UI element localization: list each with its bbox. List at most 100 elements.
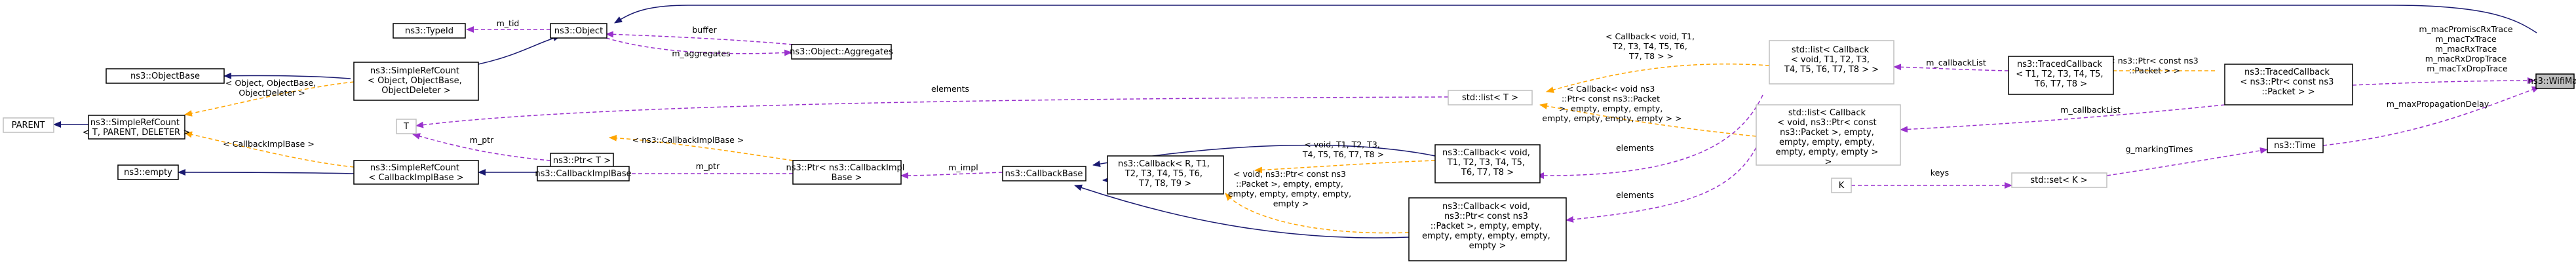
node-label: ns3::Callback< void, T1, T2, T3, T4, T5,… [1442,148,1533,178]
label-object-template: < Object, ObjectBase, ObjectDeleter > [225,78,318,98]
label-trace-member: m_macRxDropTrace [2425,54,2507,64]
node-simplerefcount-cib[interactable]: ns3::SimpleRefCount < CallbackImplBase > [353,160,479,185]
label-m-impl: m_impl [948,162,978,172]
node-simplerefcount-parent[interactable]: ns3::SimpleRefCount < T, PARENT, DELETER… [83,115,190,140]
edge-src-parent-to-src-cib [184,131,355,168]
label-m-ptr-cib: m_ptr [696,161,720,171]
node-label-line: empty, empty, empty, [1779,138,1875,147]
node-label-line: ns3::Callback< R, T1, [1118,159,1210,169]
label-m-aggregates: m_aggregates [672,48,730,58]
node-simplerefcount-object[interactable]: ns3::SimpleRefCount < Object, ObjectBase… [353,62,479,101]
edge-callback-r-to-callback-packet [1225,193,1410,234]
node-callback-void[interactable]: ns3::Callback< void, T1, T2, T3, T4, T5,… [1434,144,1541,183]
node-label-line: ns3::Callback< void, [1442,202,1530,212]
node-label: ns3::Object::Aggregates [790,47,893,57]
label-trace-member: m_macPromiscRxTrace [2419,24,2513,34]
node-callbackimplbase[interactable]: ns3::CallbackImplBase [535,166,632,181]
node-label-line: ns3::SimpleRefCount [370,163,459,173]
node-callback-r[interactable]: ns3::Callback< R, T1, T2, T3, T4, T5, T6… [1107,155,1224,195]
label-buffer: buffer [692,25,717,35]
label-elements-top: elements [931,84,969,94]
node-label: ns3::CallbackImplBase [535,169,631,179]
label-list-packet-template-line: ::Ptr< const ns3::Packet [1562,94,1660,104]
node-list-t[interactable]: std::list< T > [1448,90,1533,105]
label-list-void-template-line: T2, T3, T4, T5, T6, [1612,41,1687,51]
node-label: std::list< Callback < void, ns3::Ptr< co… [1776,108,1881,167]
node-objectbase[interactable]: ns3::ObjectBase [106,68,225,84]
node-ptr-callbackimplbase[interactable]: ns3::Ptr< ns3::CallbackImpl Base > [786,160,907,185]
node-time[interactable]: ns3::Time [2267,138,2324,153]
edge-wifimac-to-object [614,5,2537,33]
label-tc-packet-template: < ns3::Ptr< const ns3 ::Packet > > [2108,56,2201,75]
node-label-line: ns3::TracedCallback [2017,60,2102,69]
label-list-packet-template-line: < Callback< void ns3 [1567,84,1655,94]
node-t[interactable]: T [396,119,417,134]
node-wifimac[interactable]: ns3::WifiMac [2528,73,2576,89]
node-label: K [1839,181,1845,191]
edge-tc-packet-to-list-callback-packet [1900,104,2225,133]
label-list-void-template-line: < Callback< void, T1, [1605,31,1695,41]
label-trace-member: m_macRxTrace [2435,44,2497,54]
edge-object-to-aggregates [606,37,792,56]
label-m-callbacklist-top: m_callbackList [1926,58,1986,67]
label-packet-template-line: < void, ns3::Ptr< const ns3 [1233,169,1346,179]
edge-list-t-to-list-callback [1546,63,1770,93]
label-object-template-line: ObjectDeleter > [239,88,305,98]
node-tracedcallback-t[interactable]: ns3::TracedCallback < T1, T2, T3, T4, T5… [2008,56,2114,95]
node-label-line: ns3::Ptr< ns3::CallbackImpl [786,163,904,173]
node-object[interactable]: ns3::Object [550,23,607,39]
node-label: ns3::WifiMac [2528,77,2576,86]
node-label-line: T7, T8, T9 > [1138,179,1191,189]
label-list-void-template-line: T7, T8 > > [1628,51,1674,61]
edge-list-t-to-t [415,96,1449,128]
node-label: ns3::TypeId [405,26,453,36]
node-typeid[interactable]: ns3::TypeId [393,23,466,39]
node-k[interactable]: K [1831,178,1852,193]
node-ptr-t[interactable]: ns3::Ptr< T > [550,153,614,168]
edge-time-to-wifimac [2322,86,2540,146]
node-aggregates[interactable]: ns3::Object::Aggregates [790,44,893,60]
node-label-line: std::list< Callback [1792,45,1870,55]
edge-src-cib-to-empty [178,169,355,176]
label-trace-member: m_macTxTrace [2435,34,2497,44]
node-label-line: empty, empty, empty > [1776,147,1879,157]
node-label: ns3::empty [124,168,172,178]
node-label-line: std::list< Callback [1788,108,1866,118]
label-list-packet-template: < Callback< void ns3 ::Ptr< const ns3::P… [1542,84,1682,123]
label-object-template-line: < Object, ObjectBase, [225,78,316,88]
node-parent[interactable]: PARENT [3,117,54,133]
node-tracedcallback-packet[interactable]: ns3::TracedCallback < ns3::Ptr< const ns… [2224,64,2353,105]
node-label-line: ns3::Ptr< const ns3 [1444,212,1528,221]
node-label-line: ns3::Callback< void, [1442,148,1530,158]
edge-callback-r-to-callback-void [1254,160,1436,174]
label-trace-member: m_macTxDropTrace [2427,64,2508,73]
node-label: ns3::CallbackBase [1005,169,1083,179]
node-label: ns3::SimpleRefCount < T, PARENT, DELETER… [83,118,190,138]
node-label-line: ns3::SimpleRefCount [90,118,180,128]
node-callbackbase[interactable]: ns3::CallbackBase [1002,166,1086,181]
label-list-packet-template-line: empty, empty, empty, empty > > [1542,113,1682,123]
node-label-line: T1, T2, T3, T4, T5, [1447,158,1525,168]
node-list-callback[interactable]: std::list< Callback < void, T1, T2, T3, … [1769,40,1894,85]
label-list-packet-template-line: >, empty, empty, empty, [1559,104,1663,113]
node-empty[interactable]: ns3::empty [117,164,179,180]
label-tc-packet-template-line: < ns3::Ptr< const ns3 [2108,56,2199,66]
node-callback-packet[interactable]: ns3::Callback< void, ns3::Ptr< const ns3… [1408,197,1567,261]
node-label-line: ::Packet >, empty, empty, [1431,221,1542,231]
node-label-line: ::Packet > > [2261,87,2315,97]
label-elements-mid: elements [1616,143,1654,153]
node-label-line: > [1825,157,1832,167]
node-label-line: < void, T1, T2, T3, [1791,55,1870,65]
edge-aggregates-to-object-buffer [606,31,794,45]
node-label-line: Base > [832,173,862,183]
node-label: PARENT [12,121,45,130]
node-set-k[interactable]: std::set< K > [2011,172,2107,188]
node-label-line: ns3::TracedCallback [2244,67,2330,77]
node-list-callback-packet[interactable]: std::list< Callback < void, ns3::Ptr< co… [1756,104,1901,167]
label-cib-template: < CallbackImplBase > [223,139,315,149]
label-void-template: < void, T1, T2, T3, T4, T5, T6, T7, T8 > [1302,140,1384,159]
node-label: ns3::Callback< void, ns3::Ptr< const ns3… [1422,202,1553,251]
label-void-template-line: T4, T5, T6, T7, T8 > [1302,149,1384,159]
label-packet-template-line: empty, empty, empty, empty, [1228,189,1351,199]
